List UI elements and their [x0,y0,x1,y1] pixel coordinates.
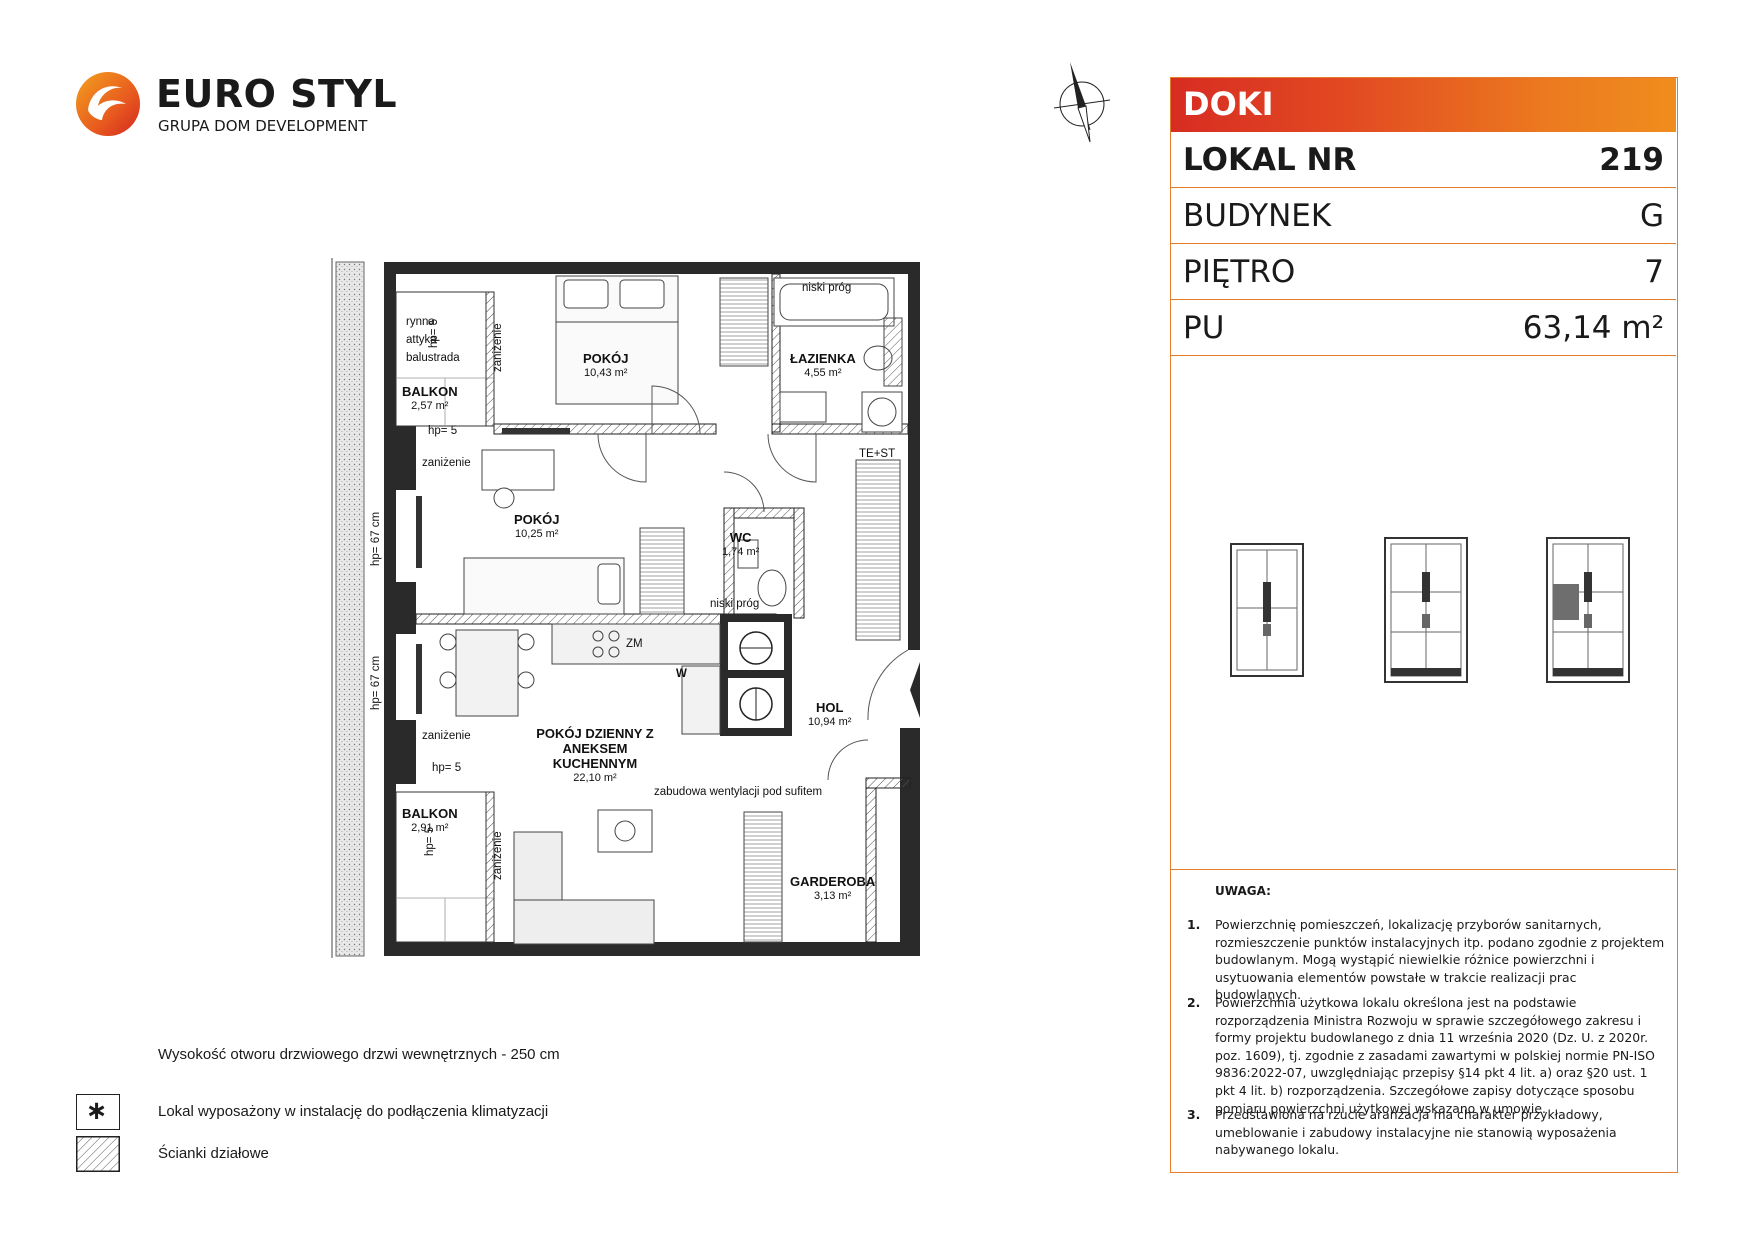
pu-value: 63,14 m² [1522,310,1664,346]
label-wentylacja: zabudowa wentylacji pod sufitem [654,786,823,798]
room-area: 22,10 m² [573,772,617,784]
lokal-label: LOKAL NR [1183,142,1357,178]
room-name: BALKON [402,384,458,399]
room-label-balkon-1: BALKON 2,57 m² [402,384,458,414]
logo-subtitle: GRUPA DOM DEVELOPMENT [158,117,368,135]
ac-symbol-box [76,1094,120,1130]
label-hp5-vertical-1: hp= 5 [428,318,440,348]
label-zanizenie-2: zaniżenie [422,730,471,742]
label-attyka: attyka [406,334,437,346]
info-row-lokal: LOKAL NR 219 [1171,132,1676,188]
north-compass-icon [1053,62,1111,143]
label-rynna: rynna [406,316,435,328]
label-niski-prog-lazienka: niski próg [802,282,852,294]
room-area: 10,94 m² [808,716,852,728]
room-label-lazienka: ŁAZIENKA 4,55 m² [790,351,856,381]
room-name: POKÓJ [583,351,629,366]
room-area: 4,55 m² [804,367,842,379]
room-label-pokoj-1: POKÓJ 10,43 m² [583,351,629,381]
label-hp67-1: hp= 67 cm [370,511,382,566]
label-zm: ZM [626,638,643,650]
room-area: 10,43 m² [584,367,628,379]
lokal-value: 219 [1599,142,1664,178]
investment-header: DOKI [1171,78,1676,132]
label-balustrada: balustrada [406,352,460,364]
legend-walls-text: Ścianki działowe [158,1145,269,1162]
asterisk-icon: ∗ [85,1096,108,1126]
room-name: POKÓJ DZIENNY Z ANEKSEM KUCHENNYM [536,726,654,771]
label-te-st: TE+ST [859,448,896,460]
room-label-wc: WC 1,74 m² [722,530,759,560]
floor-plan-drawing [331,258,920,958]
label-hp5-balkon-1: hp= 5 [428,425,458,437]
pu-label: PU [1183,310,1225,346]
note-text: Powierzchnia użytkowa lokalu określona j… [1215,995,1655,1116]
label-hp67-2: hp= 67 cm [370,655,382,710]
investment-name: DOKI [1183,85,1274,123]
room-name: BALKON [402,806,458,821]
note-number: 1. [1187,917,1201,932]
budynek-label: BUDYNEK [1183,198,1332,234]
euro-styl-logo-icon [76,72,140,136]
room-label-pokoj-2: POKÓJ 10,25 m² [514,512,560,542]
label-zanizenie-vertical-2: zaniżenie [492,831,504,880]
note-text: Przedstawiona na rzucie aranżacja ma cha… [1215,1107,1617,1158]
room-area: 1,74 m² [722,546,760,558]
room-label-pokoj-dzienny: POKÓJ DZIENNY Z ANEKSEM KUCHENNYM 22,10 … [520,726,670,786]
pietro-value: 7 [1644,254,1664,290]
hatched-wall-icon [76,1136,120,1172]
legend-walls: Ścianki działowe [76,1136,676,1172]
room-name: HOL [815,700,844,715]
notes-title: UWAGA: [1215,884,1271,898]
notes-section: UWAGA: 1. Powierzchnię pomieszczeń, loka… [1171,870,1676,1170]
building-thumbnail-1 [1230,543,1304,677]
room-name: POKÓJ [514,512,560,527]
room-name: GARDEROBA [790,874,876,889]
room-area: 3,13 m² [813,890,852,902]
note-text: Powierzchnię pomieszczeń, lokalizację pr… [1215,917,1665,1003]
room-label-hol: HOL 10,94 m² [808,700,851,730]
building-thumbnails [1171,356,1676,870]
floor-plan: POKÓJ 10,43 m² ŁAZIENKA 4,55 m² BALKON 2… [328,258,928,960]
info-row-budynek: BUDYNEK G [1171,188,1676,244]
label-hp5-balkon-2: hp= 5 [432,762,462,774]
euro-styl-logo: EURO STYL GRUPA DOM DEVELOPMENT [74,70,398,140]
room-name: ŁAZIENKA [790,351,856,366]
info-row-pietro: PIĘTRO 7 [1171,244,1676,300]
legend-ac: ∗ Lokal wyposażony w instalację do podłą… [76,1094,676,1130]
label-zanizenie-1: zaniżenie [422,457,471,469]
label-hp5-vertical-2: hp= 5 [424,826,436,856]
label-niski-prog-wc: niski próg [710,598,760,610]
note-number: 3. [1187,1107,1201,1122]
room-area: 2,91 m² [411,822,449,834]
door-height-note: Wysokość otworu drzwiowego drzwi wewnętr… [158,1046,560,1063]
info-row-pu: PU 63,14 m² [1171,300,1676,356]
info-panel: DOKI LOKAL NR 219 BUDYNEK G PIĘTRO 7 PU … [1170,77,1678,1173]
label-w: W [676,668,687,680]
note-number: 2. [1187,995,1201,1010]
pietro-label: PIĘTRO [1183,254,1296,290]
legend-ac-text: Lokal wyposażony w instalację do podłącz… [158,1103,549,1120]
building-thumbnail-2 [1384,537,1468,683]
room-name: WC [729,530,752,545]
logo-name: EURO STYL [156,72,398,116]
room-area: 10,25 m² [515,528,559,540]
building-thumbnail-3-highlighted [1546,537,1630,683]
budynek-value: G [1639,198,1664,234]
label-zanizenie-vertical-1: zaniżenie [492,323,504,372]
room-label-balkon-2: BALKON 2,91 m² [402,806,458,836]
room-label-garderoba: GARDEROBA 3,13 m² [790,874,875,904]
room-area: 2,57 m² [411,400,449,412]
